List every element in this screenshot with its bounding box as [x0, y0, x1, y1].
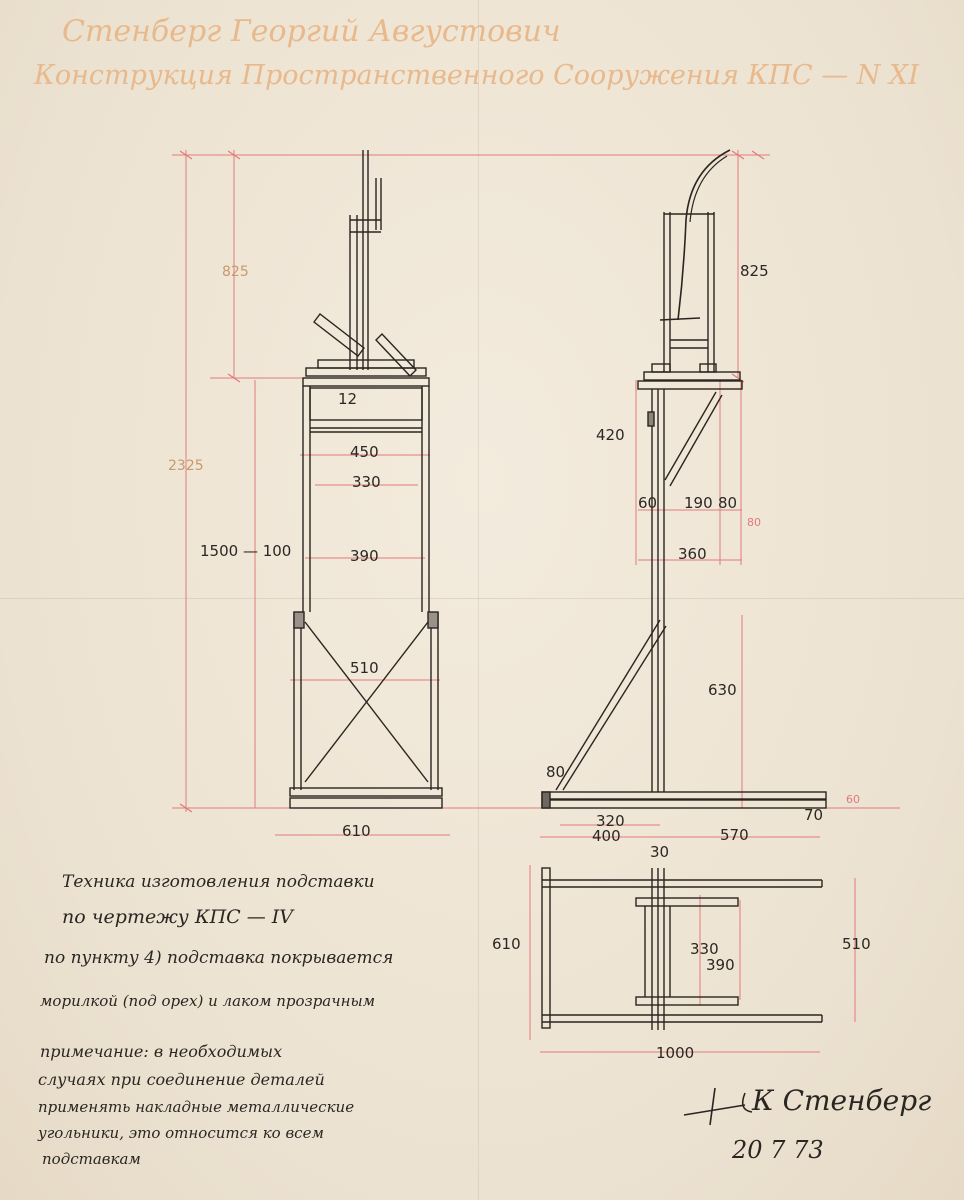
- dimension-label: 630: [708, 681, 737, 699]
- dimension-label: 420: [596, 426, 625, 444]
- red-dimension-lines: [172, 150, 900, 1053]
- dimension-label: 825: [740, 262, 769, 280]
- dimension-label: 190: [684, 494, 713, 512]
- dimension-label: 390: [350, 547, 379, 565]
- dimension-label: 80: [718, 494, 737, 512]
- dimension-label: 30: [650, 843, 669, 861]
- signature: К Стенберг: [752, 1084, 932, 1117]
- note-line: по чертежу КПС — IV: [62, 906, 293, 928]
- paper-fold: [478, 0, 479, 1200]
- dimension-label: 610: [342, 822, 371, 840]
- note-line: Техника изготовления подставки: [62, 872, 375, 892]
- dimension-label: 390: [706, 956, 735, 974]
- signature-mark: [683, 1087, 753, 1126]
- dimension-label: 1000: [656, 1044, 694, 1062]
- note-line: морилкой (под орех) и лаком прозрачным: [40, 992, 376, 1010]
- dimension-label: 825: [222, 264, 249, 280]
- dimension-label: 1500 — 100: [200, 542, 291, 560]
- dimension-label: 510: [350, 659, 379, 677]
- dimension-label: 2325: [168, 458, 204, 474]
- paper-fold: [0, 598, 964, 599]
- dimension-label: 360: [678, 545, 707, 563]
- front-view: [289, 150, 443, 809]
- plan-view: [541, 867, 823, 1030]
- dimension-label: 610: [492, 935, 521, 953]
- dimension-label: 320: [596, 812, 625, 830]
- dimension-label: 12: [338, 390, 357, 408]
- side-view: [541, 149, 827, 809]
- dimension-label: 400: [592, 827, 621, 845]
- drawing-title: Конструкция Пространственного Сооружения…: [34, 60, 919, 91]
- dimension-label: 60: [638, 494, 657, 512]
- note-line: случаях при соединение деталей: [38, 1070, 325, 1089]
- dimension-label: 570: [720, 826, 749, 844]
- author-name: Стенберг Георгий Августович: [62, 14, 561, 49]
- signature-date: 20 7 73: [732, 1136, 824, 1164]
- dimension-label: 330: [690, 940, 719, 958]
- dimension-label: 80: [747, 516, 761, 529]
- dimension-label: 60: [846, 793, 860, 806]
- note-line: угольники, это относится ко всем: [38, 1124, 324, 1142]
- note-line: по пункту 4) подставка покрывается: [44, 948, 394, 968]
- note-line: подставкам: [42, 1150, 141, 1168]
- dimension-label: 330: [352, 473, 381, 491]
- dimension-label: 70: [804, 806, 823, 824]
- dimension-label: 450: [350, 443, 379, 461]
- dimension-label: 80: [546, 763, 565, 781]
- note-line: примечание: в необходимых: [40, 1042, 283, 1061]
- dimension-label: 510: [842, 935, 871, 953]
- note-line: применять накладные металлические: [38, 1098, 355, 1116]
